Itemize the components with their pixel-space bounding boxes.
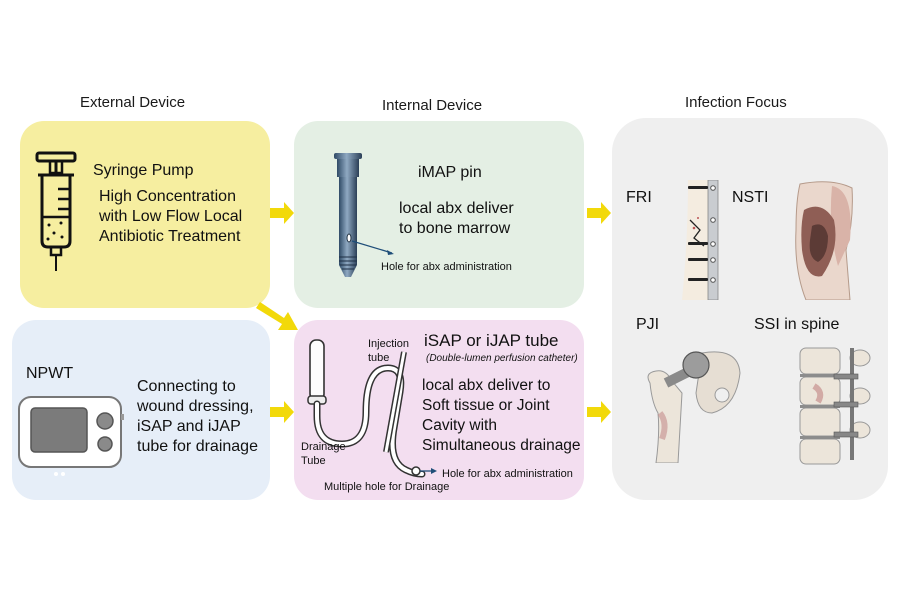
arrow-tube-to-infection <box>587 401 611 423</box>
header-internal-device: Internal Device <box>382 97 483 114</box>
syringe-line-3: Antibiotic Treatment <box>99 228 241 245</box>
tube-line-2: Soft tissue or Joint <box>422 397 550 414</box>
npwt-box: NPWT Connecting to wound dressing, iSAP … <box>12 320 270 500</box>
syringe-line-2: with Low Flow Local <box>99 208 243 225</box>
tube-hole-annotation: Hole for abx administration <box>442 468 573 480</box>
infection-focus-box: FRI NSTI PJI SSI in spine <box>612 118 888 500</box>
arrow-imap-to-infection <box>587 202 611 224</box>
npwt-title: NPWT <box>26 365 74 382</box>
tube-drain-annotation: Multiple hole for Drainage <box>324 481 450 493</box>
drainage-label-line-1: Drainage <box>301 441 346 453</box>
catheter-tube-box: Injection tube Drainage Tube iSAP or iJA… <box>294 320 584 500</box>
arrow-syringe-to-imap <box>270 202 294 224</box>
injection-label-line-1: Injection <box>368 338 409 350</box>
infection-label-pji: PJI <box>636 316 660 333</box>
imap-pin-box: iMAP pin local abx deliver to bone marro… <box>294 121 584 308</box>
imap-hole-annotation: Hole for abx administration <box>381 261 512 273</box>
npwt-line-4: tube for drainage <box>137 438 258 455</box>
drainage-tube-label: Drainage Tube <box>301 440 346 468</box>
syringe-pump-title: Syringe Pump <box>93 162 194 179</box>
tube-line-1: local abx deliver to <box>422 377 551 394</box>
tube-title: iSAP or iJAP tube <box>424 331 559 350</box>
infection-label-fri: FRI <box>626 189 652 206</box>
catheter-tube-icon <box>307 339 437 478</box>
imap-line-1: local abx deliver <box>399 200 514 217</box>
header-external-device: External Device <box>80 94 186 111</box>
arrow-npwt-to-tube <box>270 401 294 423</box>
syringe-pump-box: Syringe Pump High Concentration with Low… <box>20 121 270 308</box>
npwt-device-icon <box>18 396 124 476</box>
hip-prosthesis-icon <box>647 351 741 463</box>
spine-fixation-icon <box>799 347 871 465</box>
npwt-line-3: iSAP and iJAP <box>137 418 241 435</box>
imap-pin-title: iMAP pin <box>418 164 482 181</box>
injection-tube-label: Injection tube <box>368 337 409 365</box>
tube-line-4: Simultaneous drainage <box>422 437 581 454</box>
imap-pin-icon <box>334 153 394 277</box>
arrow-syringe-to-tube <box>256 302 298 330</box>
tube-subtitle: (Double-lumen perfusion catheter) <box>426 353 578 364</box>
syringe-icon <box>35 151 77 271</box>
npwt-line-1: Connecting to <box>137 378 236 395</box>
npwt-line-2: wound dressing, <box>137 398 254 415</box>
syringe-line-1: High Concentration <box>99 188 236 205</box>
header-infection-focus: Infection Focus <box>685 94 787 111</box>
soft-tissue-wound-icon <box>795 181 853 300</box>
fracture-plate-icon <box>682 180 719 300</box>
infection-label-ssi-spine: SSI in spine <box>754 316 840 333</box>
infection-label-nsti: NSTI <box>732 189 769 206</box>
tube-line-3: Cavity with <box>422 417 497 434</box>
injection-label-line-2: tube <box>368 352 390 364</box>
imap-line-2: to bone marrow <box>399 220 511 237</box>
drainage-label-line-2: Tube <box>301 455 326 467</box>
